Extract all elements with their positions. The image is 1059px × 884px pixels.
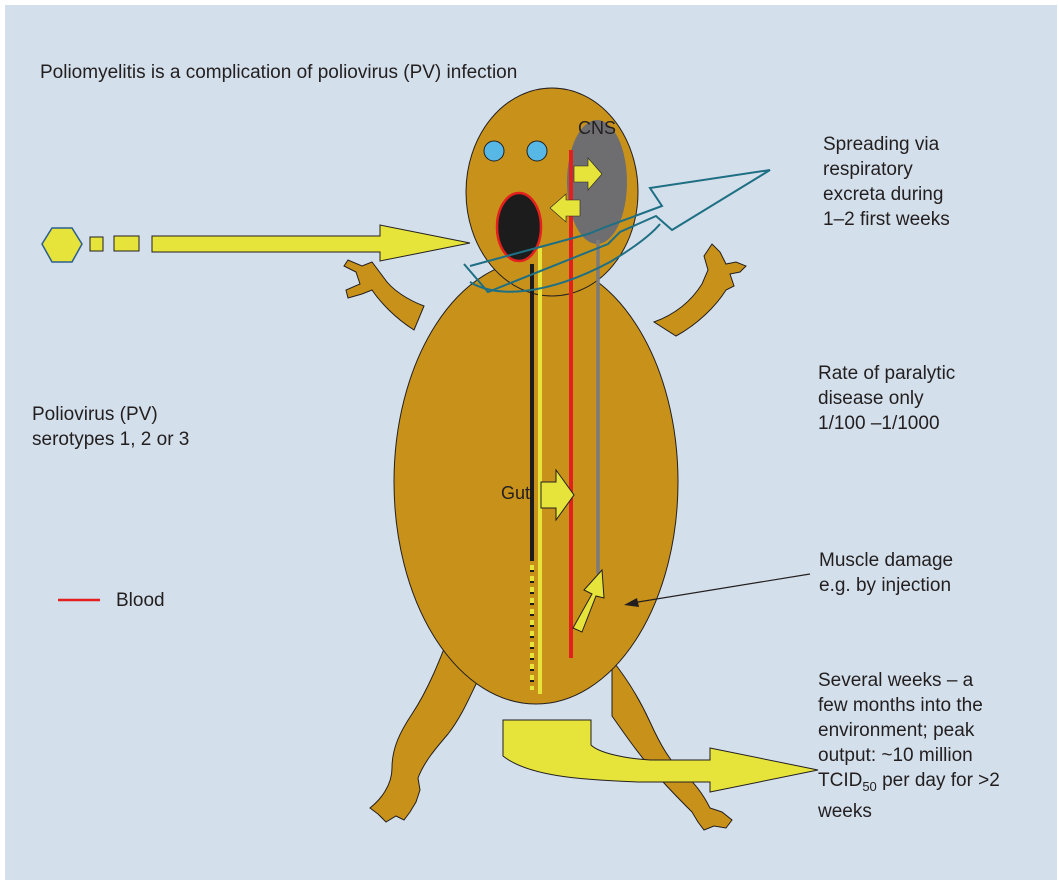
right-arm <box>654 244 746 336</box>
ingestion-arrow <box>152 225 470 261</box>
left-eye <box>484 141 504 161</box>
spreading-line-1: Spreading via <box>823 132 950 157</box>
virus-dash-1 <box>90 237 103 251</box>
blood-legend-label: Blood <box>116 588 165 613</box>
gut-label: Gut <box>501 481 530 506</box>
mouth <box>497 193 541 261</box>
cns-label: CNS <box>578 116 616 141</box>
muscle-damage-label: Muscle damage e.g. by injection <box>819 548 953 598</box>
spreading-line-2: respiratory <box>823 157 950 182</box>
spreading-label: Spreading via respiratory excreta during… <box>823 132 950 232</box>
right-leg <box>612 660 732 830</box>
paralytic-rate-line-1: Rate of paralytic <box>818 361 955 386</box>
shedding-line-5: TCID50 per day for >2 <box>818 768 1000 799</box>
serotypes-label: Poliovirus (PV) serotypes 1, 2 or 3 <box>32 402 189 452</box>
shedding-line-2: few months into the <box>818 693 1000 718</box>
virus-hexagon <box>42 228 82 262</box>
virus-dash-2 <box>114 236 139 251</box>
tcid-text: TCID <box>818 770 862 791</box>
torso <box>394 260 678 704</box>
serotypes-line-1: Poliovirus (PV) <box>32 402 189 427</box>
shedding-line-4: output: ~10 million <box>818 743 1000 768</box>
serotypes-line-2: serotypes 1, 2 or 3 <box>32 427 189 452</box>
spreading-line-4: 1–2 first weeks <box>823 207 950 232</box>
muscle-damage-line-2: e.g. by injection <box>819 573 953 598</box>
paralytic-rate-line-2: disease only <box>818 386 955 411</box>
diagram-title: Poliomyelitis is a complication of polio… <box>40 60 517 85</box>
right-eye <box>527 141 547 161</box>
shedding-line-6: weeks <box>818 799 1000 824</box>
left-arm <box>344 260 424 330</box>
tcid-rest: per day for >2 <box>877 770 1000 791</box>
muscle-damage-line-1: Muscle damage <box>819 548 953 573</box>
tcid-subscript: 50 <box>862 779 876 794</box>
paralytic-rate-label: Rate of paralytic disease only 1/100 –1/… <box>818 361 955 436</box>
shedding-line-1: Several weeks – a <box>818 668 1000 693</box>
shedding-line-3: environment; peak <box>818 718 1000 743</box>
paralytic-rate-line-3: 1/100 –1/1000 <box>818 411 955 436</box>
shedding-label: Several weeks – a few months into the en… <box>818 668 1000 824</box>
spreading-line-3: excreta during <box>823 182 950 207</box>
